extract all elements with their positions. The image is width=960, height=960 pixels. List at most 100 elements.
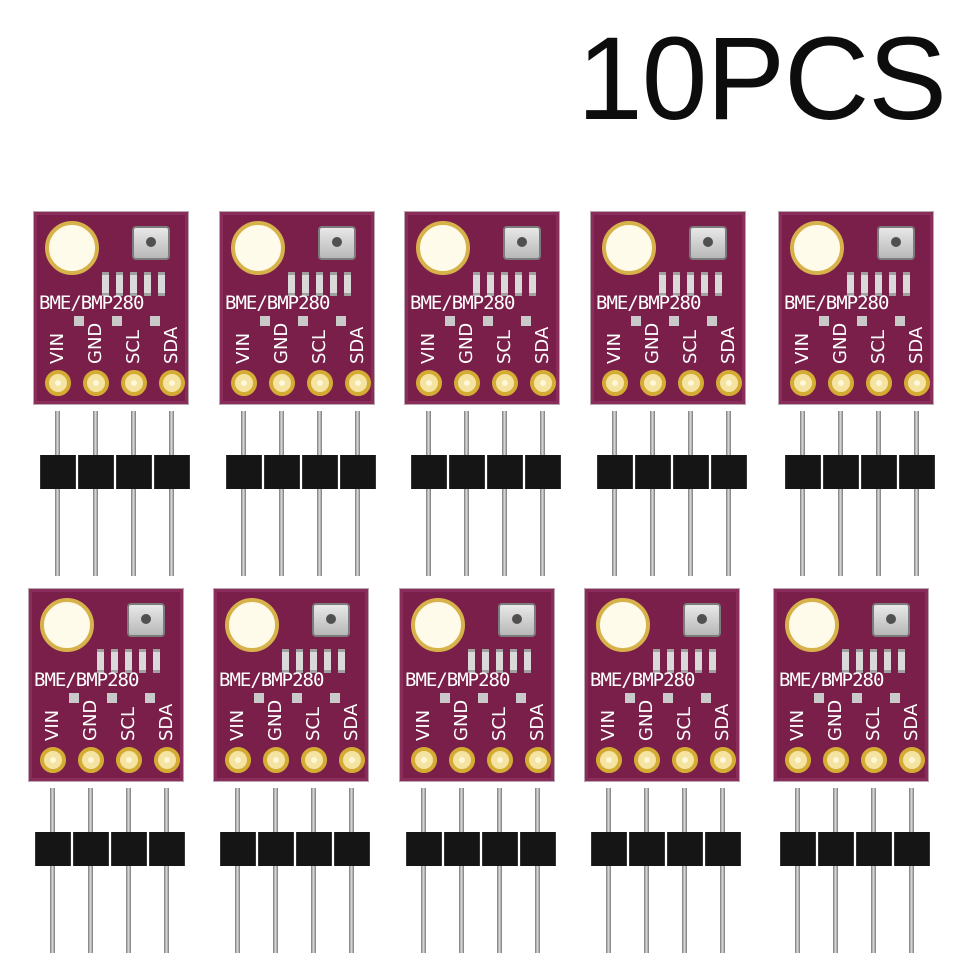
header-pin bbox=[644, 788, 649, 953]
smd-component bbox=[153, 649, 160, 673]
solder-pad bbox=[866, 370, 892, 396]
smd-component bbox=[875, 272, 882, 296]
pin-label-scl: SCL bbox=[680, 329, 701, 364]
smd-component bbox=[496, 649, 503, 673]
smd-component bbox=[130, 272, 137, 296]
sensor-chip bbox=[877, 226, 915, 260]
pin-label-scl: SCL bbox=[863, 706, 884, 741]
pin-label-gnd: GND bbox=[456, 322, 477, 364]
smd-component bbox=[316, 272, 323, 296]
pin-header-housing bbox=[629, 832, 665, 866]
solder-pad bbox=[596, 747, 622, 773]
solder-pad bbox=[116, 747, 142, 773]
silkscreen-mark bbox=[814, 693, 824, 703]
silkscreen-mark bbox=[107, 693, 117, 703]
solder-pad bbox=[785, 747, 811, 773]
silkscreen-mark bbox=[260, 316, 270, 326]
pin-label-sda: SDA bbox=[527, 703, 548, 741]
smd-component bbox=[302, 272, 309, 296]
silkscreen-mark bbox=[857, 316, 867, 326]
smd-component bbox=[510, 649, 517, 673]
silkscreen-mark bbox=[298, 316, 308, 326]
silkscreen-mark bbox=[478, 693, 488, 703]
smd-component bbox=[501, 272, 508, 296]
pin-header-housing bbox=[226, 455, 262, 489]
pin-header-housing bbox=[444, 832, 480, 866]
pin-label-gnd: GND bbox=[271, 322, 292, 364]
module-label: BME/BMP280 bbox=[590, 669, 695, 691]
smd-component bbox=[856, 649, 863, 673]
module-label: BME/BMP280 bbox=[410, 292, 515, 314]
smd-component bbox=[653, 649, 660, 673]
header-pin bbox=[612, 411, 617, 576]
pin-label-sda: SDA bbox=[347, 326, 368, 364]
header-pin bbox=[838, 411, 843, 576]
silkscreen-mark bbox=[707, 316, 717, 326]
smd-component bbox=[903, 272, 910, 296]
sensor-chip bbox=[312, 603, 350, 637]
pin-label-vin: VIN bbox=[227, 709, 248, 741]
smd-component bbox=[487, 272, 494, 296]
smd-component bbox=[889, 272, 896, 296]
mounting-hole bbox=[596, 598, 650, 652]
header-pin bbox=[909, 788, 914, 953]
solder-pad bbox=[45, 370, 71, 396]
silkscreen-mark bbox=[521, 316, 531, 326]
module-label: BME/BMP280 bbox=[34, 669, 139, 691]
header-pin bbox=[126, 788, 131, 953]
pin-label-scl: SCL bbox=[489, 706, 510, 741]
pin-header-housing bbox=[861, 455, 897, 489]
smd-component bbox=[884, 649, 891, 673]
smd-component bbox=[288, 272, 295, 296]
pin-header-housing bbox=[597, 455, 633, 489]
pin-header-housing bbox=[635, 455, 671, 489]
sensor-chip bbox=[498, 603, 536, 637]
silkscreen-mark bbox=[145, 693, 155, 703]
smd-component bbox=[144, 272, 151, 296]
solder-pad bbox=[269, 370, 295, 396]
pin-header-housing bbox=[899, 455, 935, 489]
pin-label-gnd: GND bbox=[830, 322, 851, 364]
solder-pad bbox=[790, 370, 816, 396]
smd-component bbox=[296, 649, 303, 673]
smd-component bbox=[139, 649, 146, 673]
silkscreen-mark bbox=[631, 316, 641, 326]
mounting-hole bbox=[45, 221, 99, 275]
pin-header-housing bbox=[296, 832, 332, 866]
sensor-chip bbox=[689, 226, 727, 260]
header-pin bbox=[88, 788, 93, 953]
mounting-hole bbox=[225, 598, 279, 652]
solder-pad bbox=[828, 370, 854, 396]
module-label: BME/BMP280 bbox=[225, 292, 330, 314]
header-pin bbox=[459, 788, 464, 953]
smd-component bbox=[524, 649, 531, 673]
smd-component bbox=[111, 649, 118, 673]
solder-pad bbox=[904, 370, 930, 396]
pin-label-sda: SDA bbox=[341, 703, 362, 741]
solder-pad bbox=[640, 370, 666, 396]
smd-component bbox=[515, 272, 522, 296]
smd-component bbox=[847, 272, 854, 296]
header-pin bbox=[169, 411, 174, 576]
pin-header-housing bbox=[73, 832, 109, 866]
solder-pad bbox=[83, 370, 109, 396]
module-label: BME/BMP280 bbox=[39, 292, 144, 314]
pin-label-gnd: GND bbox=[80, 699, 101, 741]
solder-pad bbox=[231, 370, 257, 396]
header-pin bbox=[311, 788, 316, 953]
solder-pad bbox=[634, 747, 660, 773]
pin-header-housing bbox=[591, 832, 627, 866]
pin-header-housing bbox=[818, 832, 854, 866]
pin-header-housing bbox=[264, 455, 300, 489]
smd-component bbox=[898, 649, 905, 673]
